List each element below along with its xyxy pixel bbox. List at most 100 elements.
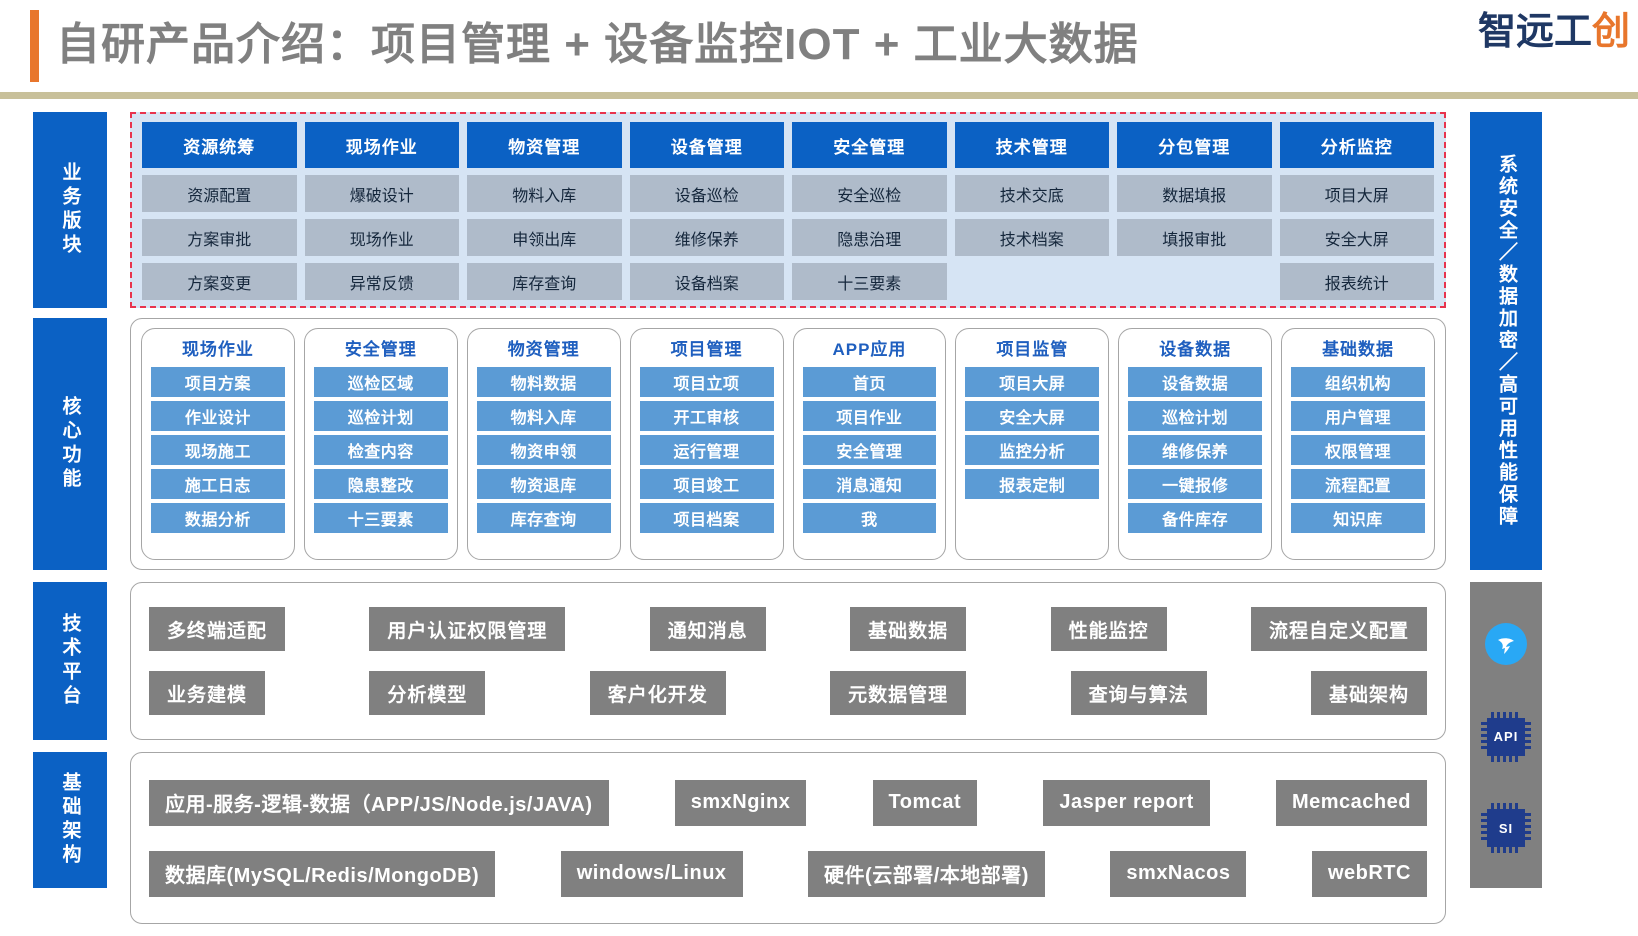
core-card-item[interactable]: 巡检计划 — [1128, 401, 1263, 431]
core-card-item[interactable]: 作业设计 — [151, 401, 285, 431]
business-column-header[interactable]: 分包管理 — [1117, 122, 1272, 168]
infrastructure-chip[interactable]: smxNacos — [1110, 850, 1247, 897]
core-card-item[interactable]: 物资退库 — [476, 469, 611, 499]
core-card-item[interactable]: 物料数据 — [476, 367, 611, 397]
core-card-item[interactable]: 一键报修 — [1128, 469, 1263, 499]
core-card-item[interactable]: 巡检区域 — [313, 367, 448, 397]
core-card-item[interactable]: 物资申领 — [476, 435, 611, 465]
business-cell[interactable]: 项目大屏 — [1279, 175, 1434, 212]
tech-platform-chip[interactable]: 流程自定义配置 — [1250, 607, 1427, 651]
core-card-item[interactable]: 物料入库 — [476, 401, 611, 431]
core-card-item[interactable]: 项目档案 — [639, 503, 774, 533]
business-column-header[interactable]: 设备管理 — [629, 122, 784, 168]
core-card-item[interactable]: 备件库存 — [1128, 503, 1263, 533]
tech-platform-chip[interactable]: 元数据管理 — [830, 671, 967, 715]
business-cell[interactable]: 设备档案 — [629, 263, 784, 300]
core-card-item[interactable]: 设备数据 — [1128, 367, 1263, 397]
infrastructure-chip[interactable]: Jasper report — [1043, 779, 1210, 826]
business-column-header[interactable]: 资源统筹 — [142, 122, 297, 168]
business-column-header[interactable]: 技术管理 — [954, 122, 1109, 168]
business-column-header[interactable]: 物资管理 — [467, 122, 622, 168]
business-cell[interactable]: 申领出库 — [467, 219, 622, 256]
core-card-item[interactable]: 我 — [802, 503, 937, 533]
core-card-item[interactable]: 项目竣工 — [639, 469, 774, 499]
core-card-item[interactable]: 库存查询 — [476, 503, 611, 533]
core-card-item[interactable]: 隐患整改 — [313, 469, 448, 499]
core-card-item[interactable]: 消息通知 — [802, 469, 937, 499]
core-card-item[interactable]: 监控分析 — [965, 435, 1100, 465]
business-cell-empty — [1117, 263, 1272, 300]
core-card-item[interactable]: 安全大屏 — [965, 401, 1100, 431]
business-cell[interactable]: 维修保养 — [629, 219, 784, 256]
tech-platform-chip[interactable]: 基础架构 — [1310, 671, 1427, 715]
core-card-item[interactable]: 权限管理 — [1291, 435, 1425, 465]
core-card-item[interactable]: 检查内容 — [313, 435, 448, 465]
core-card-item[interactable]: 现场施工 — [151, 435, 285, 465]
business-column: 现场作业爆破设计现场作业异常反馈 — [304, 122, 459, 300]
core-card-item[interactable]: 首页 — [802, 367, 937, 397]
business-cell[interactable]: 技术交底 — [954, 175, 1109, 212]
business-column-header[interactable]: 现场作业 — [304, 122, 459, 168]
infrastructure-chip[interactable]: 数据库(MySQL/Redis/MongoDB) — [149, 850, 496, 897]
core-card-item[interactable]: 巡检计划 — [313, 401, 448, 431]
business-cell[interactable]: 报表统计 — [1279, 263, 1434, 300]
infrastructure-chip[interactable]: Tomcat — [872, 779, 978, 826]
page-title: 自研产品介绍：项目管理 + 设备监控IOT + 工业大数据 — [56, 20, 1139, 69]
infrastructure-chip[interactable]: windows/Linux — [560, 850, 743, 897]
tech-platform-chip[interactable]: 分析模型 — [369, 671, 486, 715]
core-card-item[interactable]: 组织机构 — [1291, 367, 1425, 397]
infrastructure-chip[interactable]: smxNginx — [674, 779, 807, 826]
business-cell[interactable]: 安全巡检 — [792, 175, 947, 212]
core-card-item[interactable]: 流程配置 — [1291, 469, 1425, 499]
core-card-item[interactable]: 运行管理 — [639, 435, 774, 465]
business-column-header[interactable]: 分析监控 — [1279, 122, 1434, 168]
core-card-item[interactable]: 报表定制 — [965, 469, 1100, 499]
tech-platform-chip[interactable]: 业务建模 — [149, 671, 266, 715]
tech-platform-chip[interactable]: 通知消息 — [649, 607, 766, 651]
tech-platform-chip[interactable]: 基础数据 — [850, 607, 967, 651]
infrastructure-chip[interactable]: 应用-服务-逻辑-数据（APP/JS/Node.js/JAVA) — [149, 779, 609, 826]
tech-platform-chip[interactable]: 客户化开发 — [589, 671, 726, 715]
business-cell[interactable]: 爆破设计 — [304, 175, 459, 212]
core-card-item[interactable]: 十三要素 — [313, 503, 448, 533]
business-cell[interactable]: 方案审批 — [142, 219, 297, 256]
tech-platform-chip[interactable]: 查询与算法 — [1070, 671, 1207, 715]
core-card-item[interactable]: 用户管理 — [1291, 401, 1425, 431]
business-cell[interactable]: 隐患治理 — [792, 219, 947, 256]
brand-logo-accent: 创 — [1591, 11, 1630, 53]
business-cell[interactable]: 安全大屏 — [1279, 219, 1434, 256]
core-card-item[interactable]: 项目大屏 — [965, 367, 1100, 397]
business-cell[interactable]: 库存查询 — [467, 263, 622, 300]
business-cell[interactable]: 设备巡检 — [629, 175, 784, 212]
infrastructure-chip[interactable]: webRTC — [1311, 850, 1427, 897]
core-card-item[interactable]: 开工审核 — [639, 401, 774, 431]
core-card-item[interactable]: 施工日志 — [151, 469, 285, 499]
business-cell[interactable]: 现场作业 — [304, 219, 459, 256]
business-cell[interactable]: 异常反馈 — [304, 263, 459, 300]
business-cell[interactable]: 技术档案 — [954, 219, 1109, 256]
business-column-header[interactable]: 安全管理 — [792, 122, 947, 168]
tech-platform-chip[interactable]: 用户认证权限管理 — [369, 607, 566, 651]
infrastructure-chip[interactable]: Memcached — [1275, 779, 1427, 826]
core-card-item[interactable]: 维修保养 — [1128, 435, 1263, 465]
core-card-item[interactable]: 知识库 — [1291, 503, 1425, 533]
core-card-item[interactable]: 项目立项 — [639, 367, 774, 397]
business-cell[interactable]: 物料入库 — [467, 175, 622, 212]
business-column: 安全管理安全巡检隐患治理十三要素 — [792, 122, 947, 300]
core-card-item[interactable]: 安全管理 — [802, 435, 937, 465]
core-card-title: 物资管理 — [507, 340, 580, 359]
tech-platform-chip[interactable]: 性能监控 — [1050, 607, 1167, 651]
core-card-item[interactable]: 项目作业 — [802, 401, 937, 431]
core-function-card: 项目监管项目大屏安全大屏监控分析报表定制 — [955, 328, 1110, 560]
business-cell[interactable]: 资源配置 — [142, 175, 297, 212]
business-cell[interactable]: 数据填报 — [1117, 175, 1272, 212]
infrastructure-chip[interactable]: 硬件(云部署/本地部署) — [808, 850, 1045, 897]
business-cell[interactable]: 方案变更 — [142, 263, 297, 300]
business-cell[interactable]: 十三要素 — [792, 263, 947, 300]
core-card-item[interactable]: 项目方案 — [151, 367, 285, 397]
business-column: 技术管理技术交底技术档案 — [954, 122, 1109, 300]
core-card-item[interactable]: 数据分析 — [151, 503, 285, 533]
business-cell[interactable]: 填报审批 — [1117, 219, 1272, 256]
tech-platform-chip[interactable]: 多终端适配 — [149, 607, 286, 651]
